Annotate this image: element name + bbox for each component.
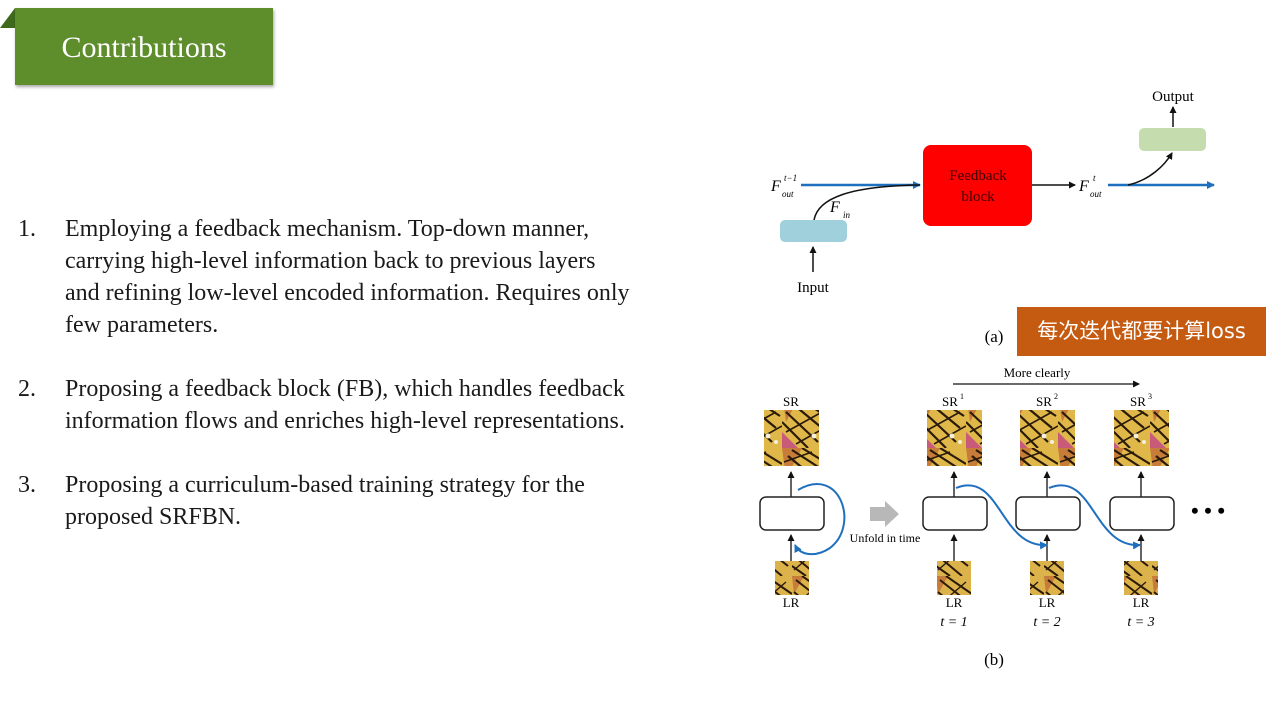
- sr1-image: [927, 410, 982, 466]
- fout-t-label: F: [1078, 178, 1089, 195]
- sr2-label: SR: [1036, 394, 1052, 409]
- ellipsis: • • •: [1191, 498, 1225, 523]
- sr2-image: [1020, 410, 1075, 466]
- fin-label: F: [829, 199, 840, 216]
- lr2-label: LR: [1039, 595, 1056, 610]
- feedback-arrow-t2-t3: [1048, 484, 1141, 550]
- input-label: Input: [797, 280, 829, 296]
- list-item-line: and refining low-level encoded informati…: [65, 280, 630, 306]
- t2-label: t = 2: [1033, 615, 1060, 630]
- sr3-label: SR: [1130, 394, 1146, 409]
- title-fold-decoration: [0, 8, 15, 28]
- figure-a: Output F t−1 out F in Input Feedback blo…: [770, 89, 1215, 346]
- list-item-line: information flows and enriches high-leve…: [65, 408, 625, 434]
- sr3-image: [1114, 410, 1169, 466]
- more-clearly-label: More clearly: [1004, 365, 1071, 380]
- fout-t-sub: out: [1090, 189, 1102, 199]
- page-title: Contributions: [61, 31, 227, 64]
- lr3-label: LR: [1133, 595, 1150, 610]
- list-item-number: 1.: [18, 216, 36, 242]
- title-banner: [15, 8, 273, 85]
- sr1-sup: 1: [960, 392, 964, 401]
- fin-curve: [813, 184, 921, 221]
- network-block: [759, 496, 825, 531]
- output-label: Output: [1152, 89, 1195, 105]
- list-item-line: few parameters.: [65, 312, 219, 338]
- network-block-t2: [1015, 496, 1081, 531]
- t1-label: t = 1: [940, 615, 967, 630]
- sr2-sup: 2: [1054, 392, 1058, 401]
- output-block: [1139, 128, 1206, 151]
- list-item-number: 3.: [18, 472, 36, 498]
- network-block-t1: [922, 496, 988, 531]
- sr3-sup: 3: [1148, 392, 1152, 401]
- sr-image: [764, 410, 819, 466]
- feedback-loop-arrow: [794, 483, 846, 556]
- lr-label: LR: [783, 595, 800, 610]
- unfold-arrow-icon: [870, 501, 899, 527]
- lr3-image: [1124, 561, 1158, 595]
- feedback-block-label: block: [961, 189, 995, 205]
- network-block-t3: [1109, 496, 1175, 531]
- input-block: [780, 220, 847, 242]
- fout-prev-label: F: [770, 178, 781, 195]
- feedback-block: [923, 145, 1032, 226]
- list-item-line: Employing a feedback mechanism. Top-down…: [65, 216, 590, 242]
- feedback-block-label: Feedback: [949, 168, 1007, 184]
- figure-a-caption: (a): [985, 327, 1004, 346]
- annotation-label: 每次迭代都要计算loss: [1017, 307, 1266, 356]
- t3-label: t = 3: [1127, 615, 1154, 630]
- list-item: 3. Proposing a curriculum-based training…: [18, 469, 708, 533]
- contributions-list: 1. Employing a feedback mechanism. Top-d…: [18, 213, 708, 565]
- lr1-label: LR: [946, 595, 963, 610]
- fin-sub: in: [843, 210, 851, 220]
- unfold-label: Unfold in time: [850, 531, 921, 545]
- figure-b-caption: (b): [984, 650, 1004, 669]
- list-item-line: Proposing a feedback block (FB), which h…: [65, 376, 625, 402]
- fout-t-sup: t: [1093, 173, 1096, 183]
- lr-image: [775, 561, 809, 595]
- sr-label: SR: [783, 394, 799, 409]
- list-item-line: carrying high-level information back to …: [65, 248, 596, 274]
- list-item: 2. Proposing a feedback block (FB), whic…: [18, 373, 708, 437]
- output-curve: [1127, 152, 1173, 186]
- fout-prev-sub: out: [782, 189, 794, 199]
- fout-prev-sup: t−1: [784, 173, 797, 183]
- lr2-image: [1030, 561, 1064, 595]
- list-item-number: 2.: [18, 376, 36, 402]
- feedback-arrow-t1-t2: [955, 484, 1048, 550]
- lr1-image: [937, 561, 971, 595]
- list-item-line: proposed SRFBN.: [65, 504, 242, 530]
- sr1-label: SR: [942, 394, 958, 409]
- figure-b: More clearly SR LR Unfold in time SR 1 L…: [759, 365, 1225, 669]
- list-item-line: Proposing a curriculum-based training st…: [65, 472, 585, 498]
- list-item: 1. Employing a feedback mechanism. Top-d…: [18, 213, 708, 341]
